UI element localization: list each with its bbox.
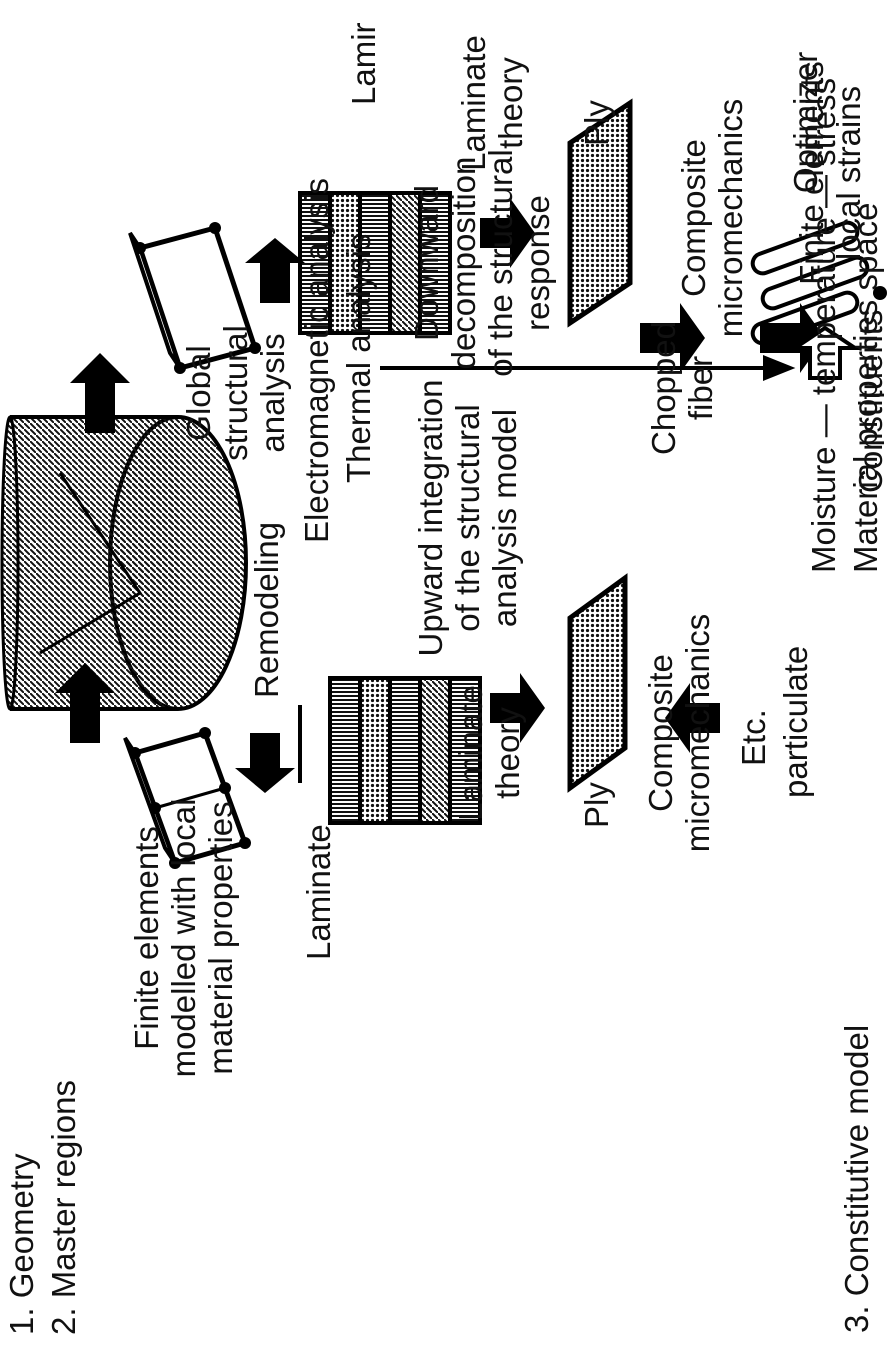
laminate-upward-label: Laminate <box>300 824 337 960</box>
etc-label: Etc. <box>735 709 772 766</box>
arrow-ply-to-laminate-icon <box>490 673 545 743</box>
particulate-label: particulate <box>777 645 814 798</box>
arrow-laminate-to-ply-icon <box>480 198 535 268</box>
global-analysis-label: Global structural analysis <box>180 325 291 461</box>
optimizer-arrow-icon <box>788 325 862 380</box>
arrow-laminate-to-fe-icon <box>235 733 295 793</box>
ply-downward-icon <box>567 98 633 328</box>
arrow-fe-to-cylinder-icon <box>55 663 115 743</box>
ply-upward-icon <box>567 573 628 793</box>
arrow-ply-to-axes-icon <box>640 303 705 373</box>
arrow-constituents-to-ply-icon <box>665 683 720 753</box>
ply-upward-label: Ply <box>578 782 615 828</box>
ply-downward-label: Ply <box>578 100 615 146</box>
laminate-upward-icon <box>328 676 482 825</box>
laminate-downward-label: Lamir <box>345 22 382 105</box>
thermal-analysis-label: Thermal analysis <box>340 233 377 483</box>
remodeling-label: Remodeling <box>248 521 285 698</box>
property-space-line2: Material properties space <box>847 202 884 573</box>
main-flow-arrowhead-icon <box>763 355 796 381</box>
micromechanics-downward-label: Composite micromechanics <box>675 98 749 338</box>
step-constitutive-model: 3. Constitutive model <box>838 1024 875 1333</box>
property-space-line1: Moisture — temperature — stress <box>805 77 842 573</box>
step-master-regions: 2. Master regions <box>45 1080 82 1335</box>
arrow-cylinder-to-fe-icon <box>70 353 130 433</box>
fe-box-upward-icon <box>123 727 251 869</box>
fe-box-downward-icon <box>128 222 261 374</box>
arrow-fe-to-laminate-icon <box>245 238 305 303</box>
micromechanics-upward-label: Composite micromechanics <box>642 613 716 853</box>
fe-upward-label: Finite elements modelled with local mate… <box>128 798 239 1078</box>
step-geometry: 1. Geometry <box>3 1153 40 1335</box>
laminate-theory-downward-label: Laminate theory <box>455 35 529 171</box>
em-analysis-label: Electromagnetic analysis <box>298 178 335 543</box>
laminate-downward-icon <box>298 191 452 335</box>
